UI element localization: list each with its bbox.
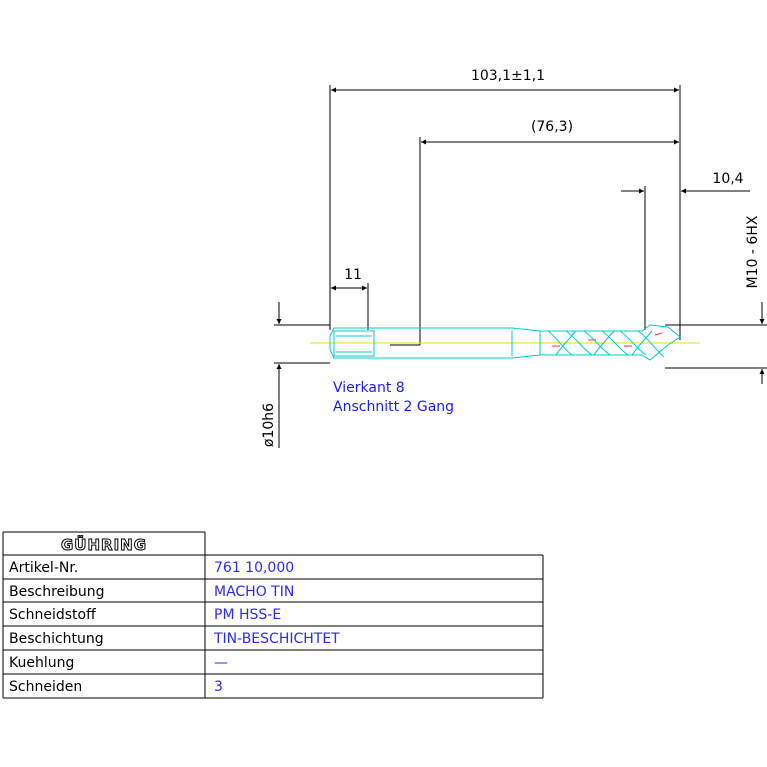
thread-size-label: M10 - 6HX <box>745 215 761 288</box>
value-schneiden: 3 <box>214 679 223 695</box>
dim-thread-size <box>665 302 767 384</box>
square-end <box>333 330 375 357</box>
dim-chamfer <box>621 186 750 330</box>
dim-shank-diameter <box>274 302 330 448</box>
shank-diameter-label: ø10h6 <box>261 403 277 447</box>
overall-length-label: 103,1±1,1 <box>471 68 545 84</box>
guehring-logo: GÜHRING <box>61 535 147 554</box>
label-artikel-nr: Artikel-Nr. <box>9 560 78 576</box>
title-block-rows: Artikel-Nr. 761 10,000 Beschreibung MACH… <box>9 560 340 695</box>
label-beschreibung: Beschreibung <box>9 584 105 600</box>
note-square: Vierkant 8 <box>333 380 405 396</box>
title-block <box>2 531 544 699</box>
value-artikel-nr: 761 10,000 <box>214 560 294 576</box>
dim-overall-length <box>329 85 681 340</box>
square-length-label: 11 <box>344 267 362 283</box>
tap-tool <box>310 324 700 361</box>
chamfer-label: 10,4 <box>712 171 743 187</box>
thread-length-label: (76,3) <box>531 119 573 135</box>
value-beschreibung: MACHO TIN <box>214 584 294 600</box>
label-schneiden: Schneiden <box>9 679 82 695</box>
label-schneidstoff: Schneidstoff <box>9 607 96 623</box>
label-beschichtung: Beschichtung <box>9 631 104 647</box>
value-kuehlung: — <box>214 655 228 671</box>
cutting-edges <box>552 332 663 347</box>
dim-square-length <box>331 283 369 330</box>
label-kuehlung: Kuehlung <box>9 655 74 671</box>
value-beschichtung: TIN-BESCHICHTET <box>213 631 340 647</box>
value-schneidstoff: PM HSS-E <box>214 607 281 623</box>
dim-thread-length <box>419 137 679 345</box>
note-chamfer: Anschnitt 2 Gang <box>333 399 454 415</box>
flutes <box>547 330 665 358</box>
